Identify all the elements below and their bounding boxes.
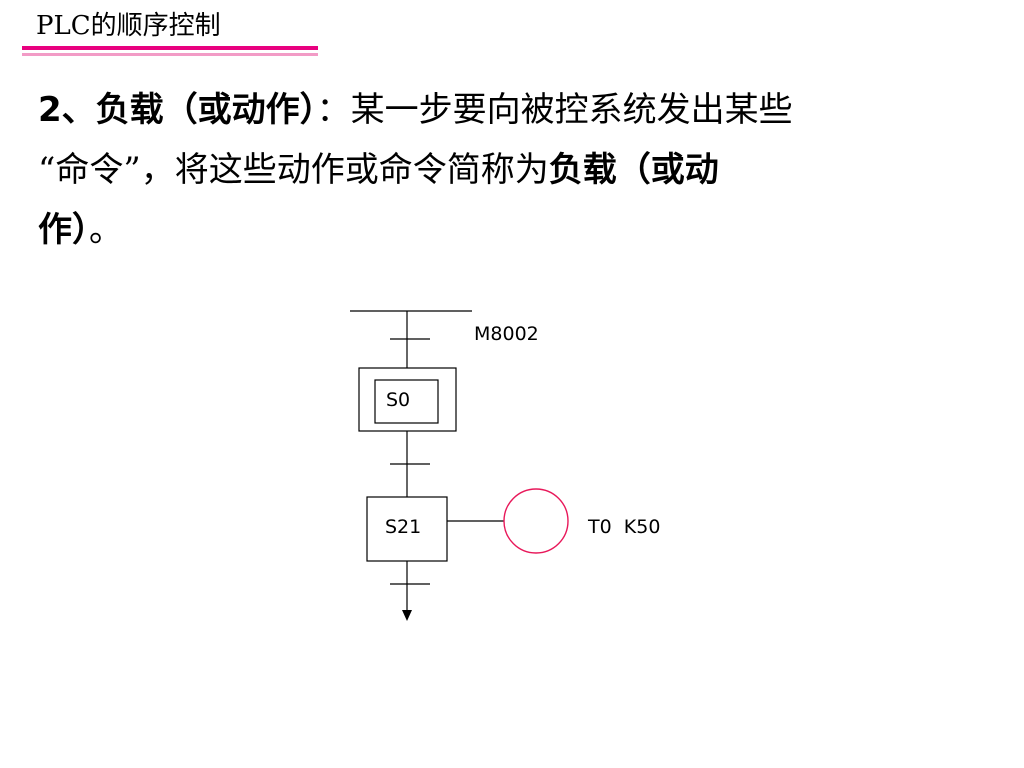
- flow-arrow-head: [402, 610, 412, 621]
- action-timer-circle: [503, 488, 569, 554]
- item-number: 2: [38, 90, 62, 130]
- slide-header-title: PLC的顺序控制: [36, 11, 221, 41]
- step-s21-label: S21: [385, 516, 421, 538]
- definition-paragraph: 2、负载（或动作）：某一步要向被控系统发出某些 “命令”，将这些动作或命令简称为…: [38, 80, 958, 260]
- definition-text-1: 某一步要向被控系统发出某些: [350, 90, 793, 130]
- header-rule-secondary: [22, 53, 318, 56]
- header-rule: [22, 46, 318, 50]
- term-colon: ：: [316, 90, 351, 130]
- transition-m8002-label: M8002: [474, 323, 539, 345]
- term-load-action-repeat-a: 负载（或动: [548, 150, 719, 190]
- definition-text-2: “命令”，将这些动作或命令简称为: [38, 150, 549, 190]
- item-separator: 、: [61, 90, 96, 130]
- sentence-end: 。: [89, 210, 123, 250]
- term-load-action: 负载（或动作）: [95, 90, 317, 130]
- initial-step-s0-inner: [374, 379, 439, 424]
- initial-step-s0-label: S0: [386, 389, 410, 411]
- action-timer-label: T0 K50: [587, 516, 660, 538]
- term-load-action-repeat-b: 作）: [38, 210, 89, 250]
